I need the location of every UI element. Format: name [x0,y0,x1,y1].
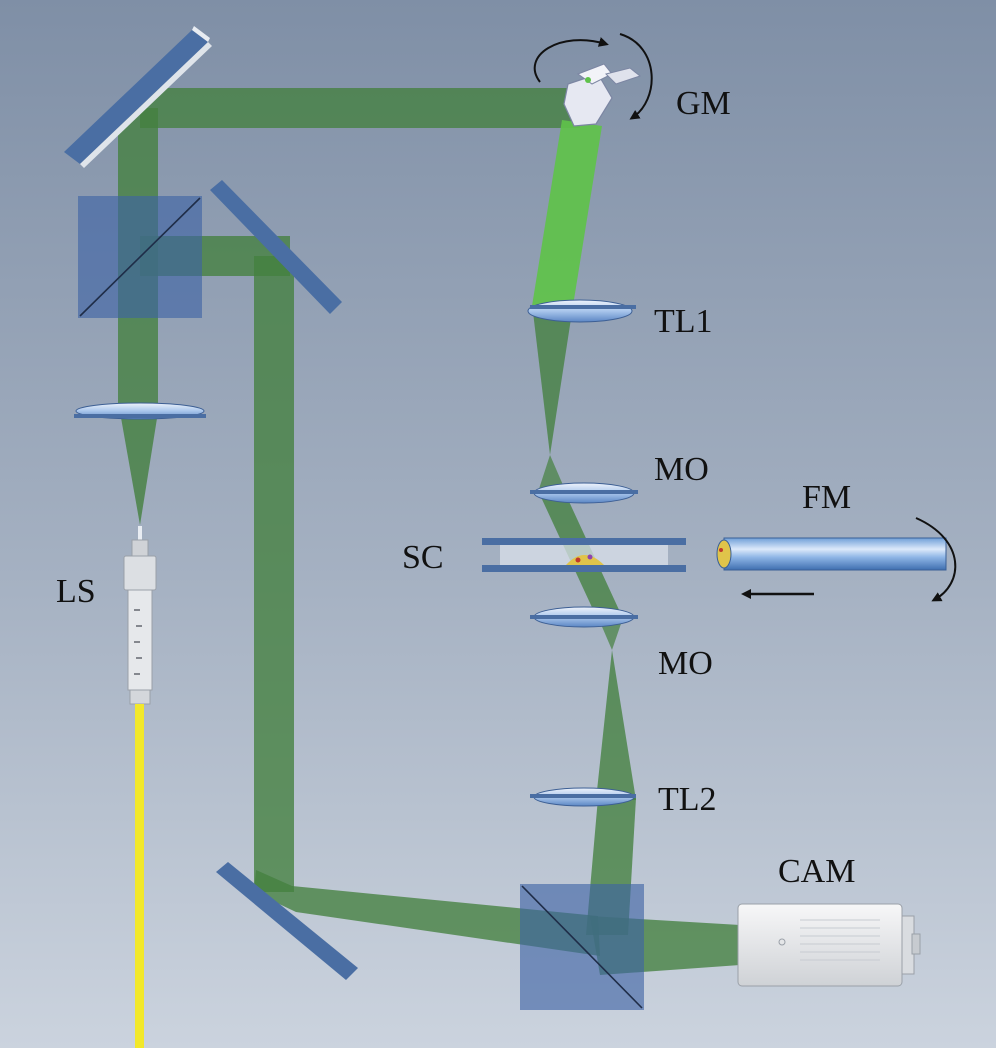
lens-ls [74,402,206,420]
mirror-top-left [64,26,212,168]
lens-tl2 [530,787,636,807]
fiber-rotation-arrow-icon [915,517,957,602]
optical-fiber [135,704,144,1048]
lens-mo-bottom [530,606,638,628]
galvo-mirror-icon [563,63,642,127]
beam-return-vertical [254,256,294,892]
label-cam: CAM [778,853,855,890]
label-tl2: TL2 [658,781,717,818]
beamsplitter-cube-top [78,196,202,318]
label-tl1: TL1 [654,303,713,340]
beam-cone-mo1 [538,455,566,492]
label-mo-top: MO [654,451,709,488]
fiber-manipulator [716,537,947,571]
label-mo-bottom: MO [658,645,713,682]
camera-icon [737,903,921,987]
lens-tl1 [527,299,636,323]
mirror-upper-right [210,180,342,314]
lens-mo-top [530,482,638,504]
label-gm: GM [676,85,731,122]
beam-bottom [254,870,600,956]
fiber-connector-icon [123,526,157,705]
beam-top-horizontal [140,88,580,128]
beam-cone-tl2 [596,650,636,800]
beam-cone-ls [120,412,158,525]
beamsplitter-cube-bottom [520,884,644,1010]
label-ls: LS [56,573,96,610]
label-sc: SC [402,539,444,576]
rotation-arrow-icon [533,33,653,120]
beam-cone-tl1 [533,312,572,455]
mirror-bottom [216,862,358,980]
sample-chamber [482,538,686,572]
label-fm: FM [802,479,851,516]
beam-galvo-tl1 [532,120,602,312]
